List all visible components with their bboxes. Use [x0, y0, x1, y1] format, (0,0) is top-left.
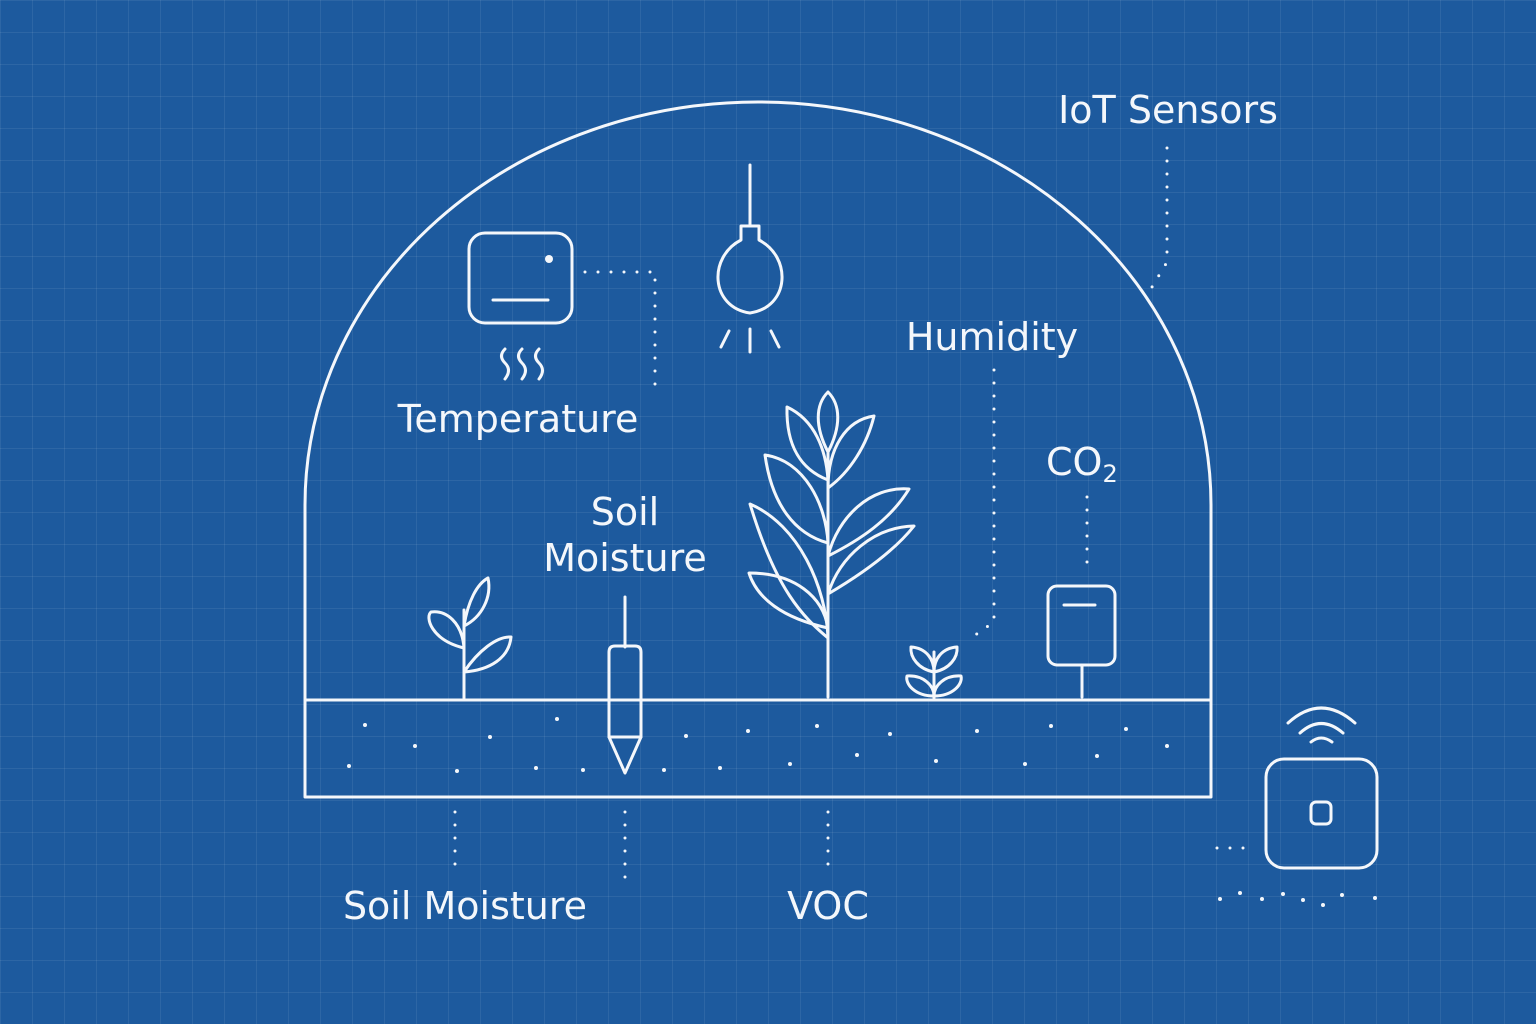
seedling-icon	[905, 645, 963, 700]
iot-connector	[1147, 146, 1169, 294]
humidity-connector	[966, 368, 996, 642]
humidity-label: Humidity	[906, 315, 1078, 359]
soil-bed	[303, 698, 1213, 799]
co2-label-base: CO	[1046, 440, 1102, 484]
soil-specks	[347, 717, 1169, 773]
wifi-icon	[1286, 706, 1357, 744]
thermostat-indicator-dot	[545, 255, 553, 263]
sprout-icon	[427, 576, 513, 700]
temperature-label: Temperature	[397, 397, 639, 441]
co2-label-subscript: 2	[1102, 460, 1117, 488]
temperature-connector	[583, 270, 657, 397]
soil-probe-icon	[607, 595, 643, 775]
thermostat-icon	[467, 231, 574, 325]
greenhouse-dome	[303, 100, 1213, 702]
iot-sensors-label: IoT Sensors	[1058, 88, 1278, 132]
voc-label: VOC	[787, 884, 869, 928]
soil-moisture-bottom-label: Soil Moisture	[343, 884, 587, 928]
co2-label: CO2	[1046, 440, 1118, 488]
soil-moisture-inner-label-line2: Moisture	[543, 536, 707, 580]
iot-hub-icon	[1264, 757, 1379, 870]
hub-signal-dots	[1218, 891, 1377, 907]
soil-moisture-inner-label-line1: Soil	[591, 490, 660, 534]
plant-icon	[747, 390, 916, 699]
light-bulb-icon	[716, 163, 784, 354]
heat-waves-icon	[500, 347, 544, 381]
co2-sensor-icon	[1046, 584, 1117, 699]
